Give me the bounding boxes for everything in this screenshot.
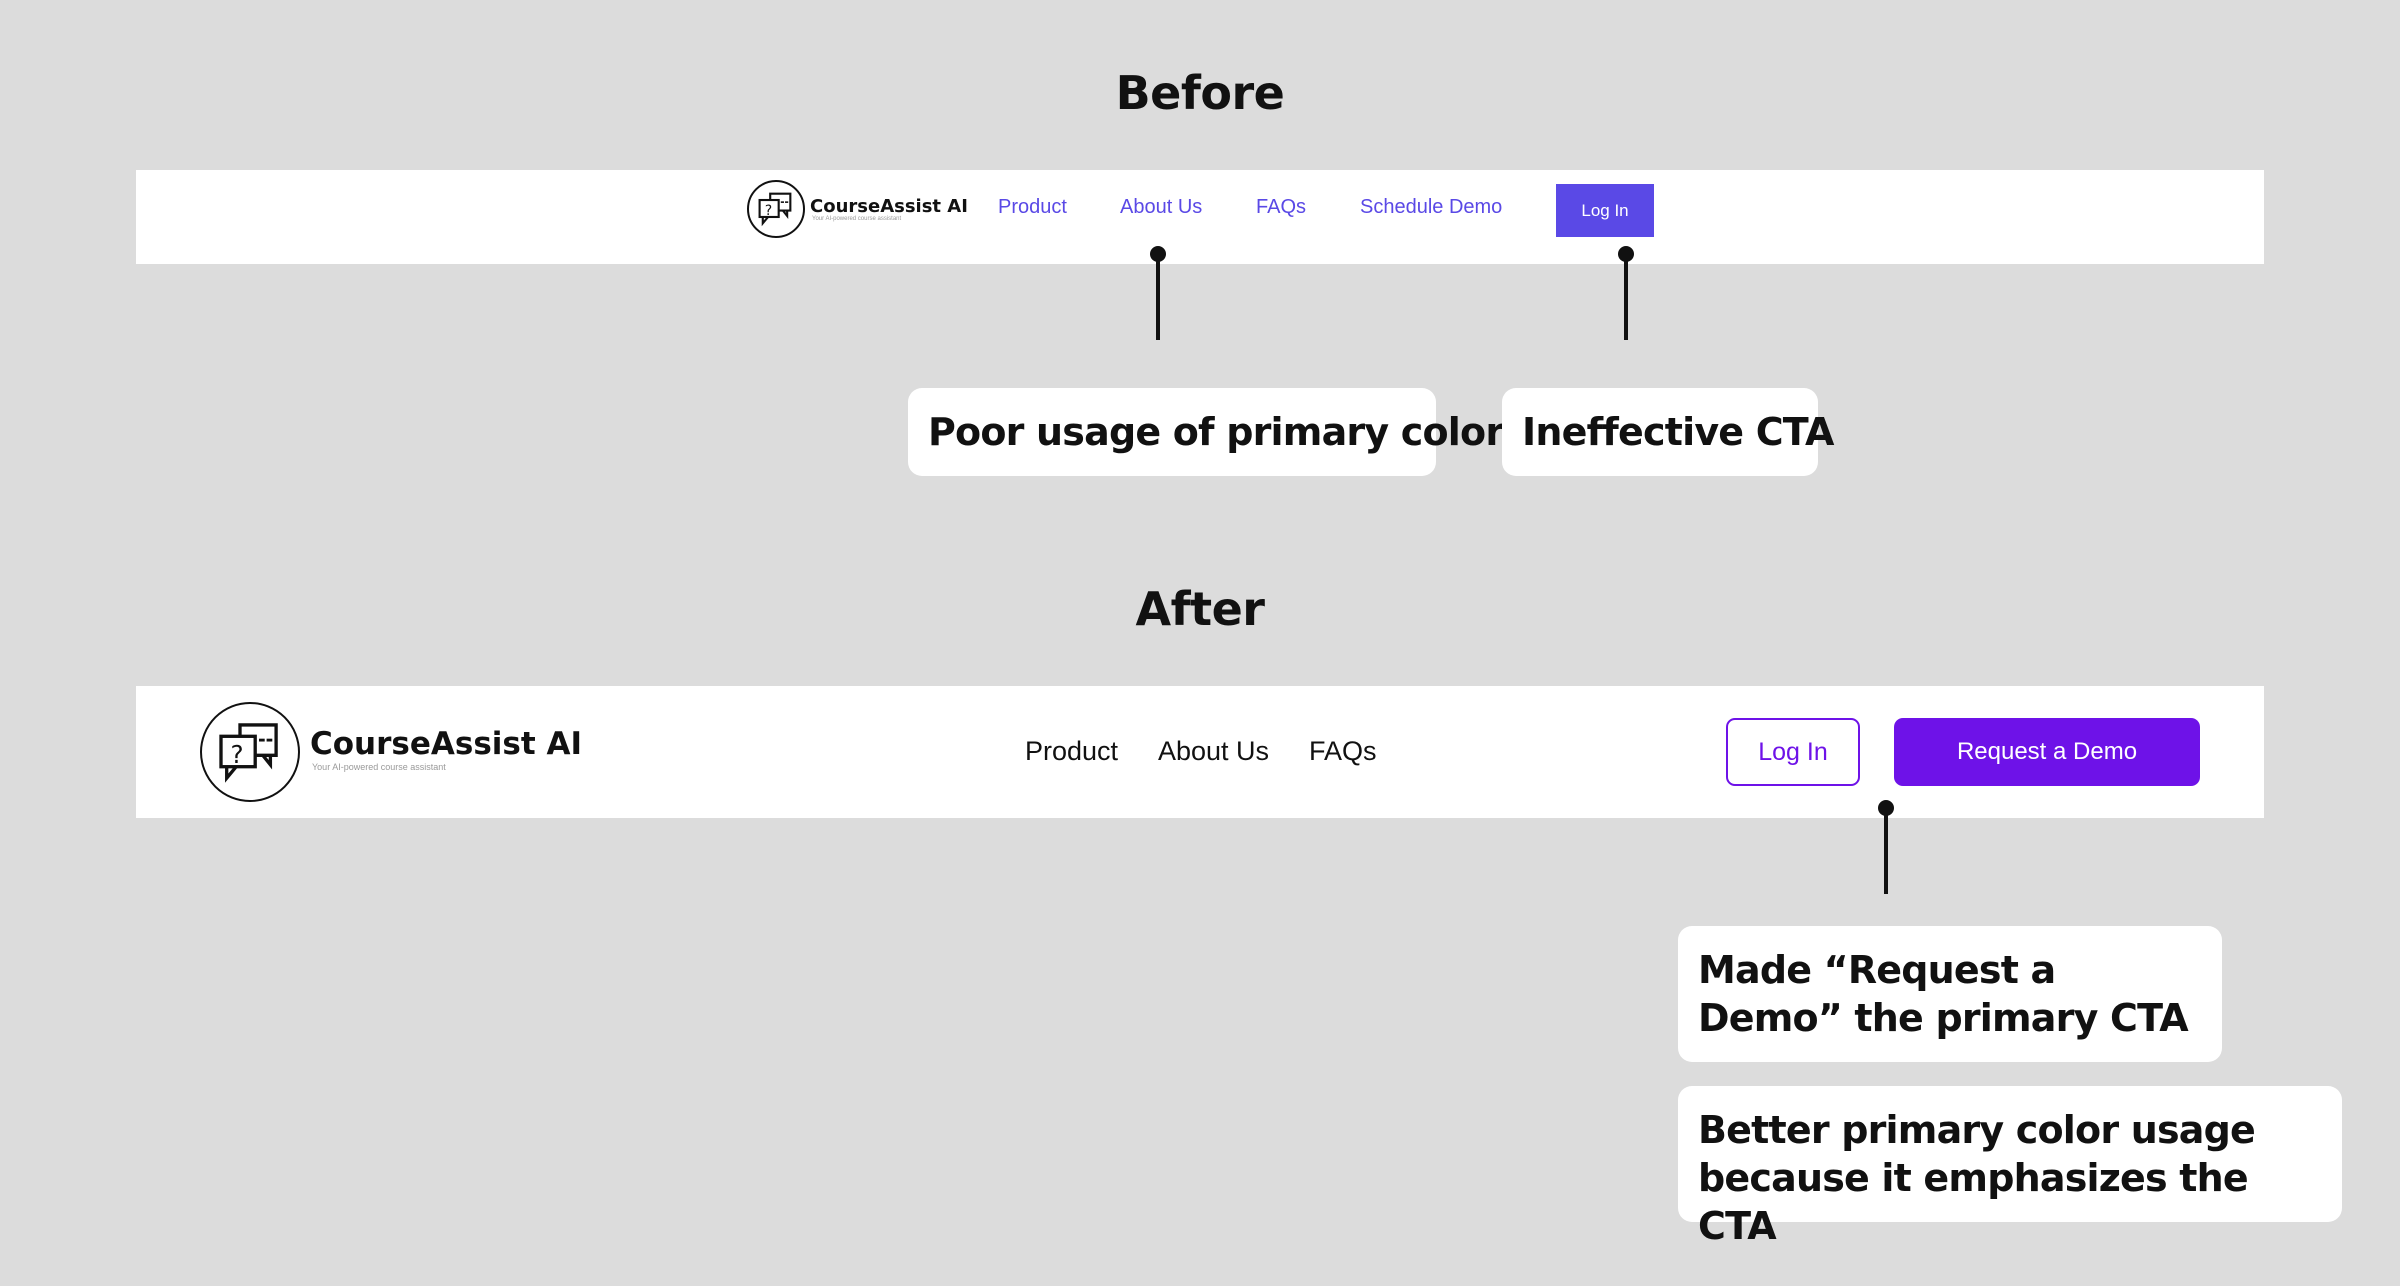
after-heading: After <box>1135 582 1266 636</box>
before-login-button[interactable]: Log In <box>1556 184 1654 237</box>
callout-better-primary-color: Better primary color usage because it em… <box>1678 1086 2342 1248</box>
callout-poor-primary-color: Poor usage of primary color <box>908 388 1504 476</box>
callout-ineffective-cta: Ineffective CTA <box>1502 388 1834 476</box>
before-nav-about-us[interactable]: About Us <box>1120 196 1203 218</box>
svg-text:?: ? <box>231 740 244 769</box>
after-navbar: ? CourseAssist AI Your AI-powered course… <box>136 686 2264 818</box>
chat-bubbles-icon: ? <box>758 192 792 227</box>
after-login-button[interactable]: Log In <box>1726 718 1860 786</box>
svg-text:?: ? <box>765 203 772 219</box>
before-nav-faqs[interactable]: FAQs <box>1256 196 1307 218</box>
after-brand-name: CourseAssist AI <box>310 726 582 762</box>
before-heading: Before <box>1115 66 1285 120</box>
before-nav-product[interactable]: Product <box>998 196 1067 218</box>
before-brand-tagline: Your AI-powered course assistant <box>812 216 902 222</box>
after-nav-faqs[interactable]: FAQs <box>1309 736 1377 766</box>
callout-pin-line <box>1884 808 1888 894</box>
before-navbar: ? CourseAssist AI Your AI-powered course… <box>136 170 2264 264</box>
after-logo[interactable]: ? <box>200 702 300 802</box>
after-nav-product[interactable]: Product <box>1025 736 1119 766</box>
before-brand-name: CourseAssist AI <box>810 196 968 217</box>
before-nav-schedule-demo[interactable]: Schedule Demo <box>1360 196 1503 218</box>
after-brand-tagline: Your AI-powered course assistant <box>312 762 446 772</box>
before-logo[interactable]: ? <box>747 180 805 238</box>
after-nav-about-us[interactable]: About Us <box>1158 736 1270 766</box>
request-demo-button[interactable]: Request a Demo <box>1894 718 2200 786</box>
callout-request-demo-primary: Made “Request a Demo” the primary CTA <box>1678 926 2222 1062</box>
chat-bubbles-icon: ? <box>219 723 278 783</box>
callout-pin-line <box>1624 254 1628 340</box>
callout-pin-line <box>1156 254 1160 340</box>
